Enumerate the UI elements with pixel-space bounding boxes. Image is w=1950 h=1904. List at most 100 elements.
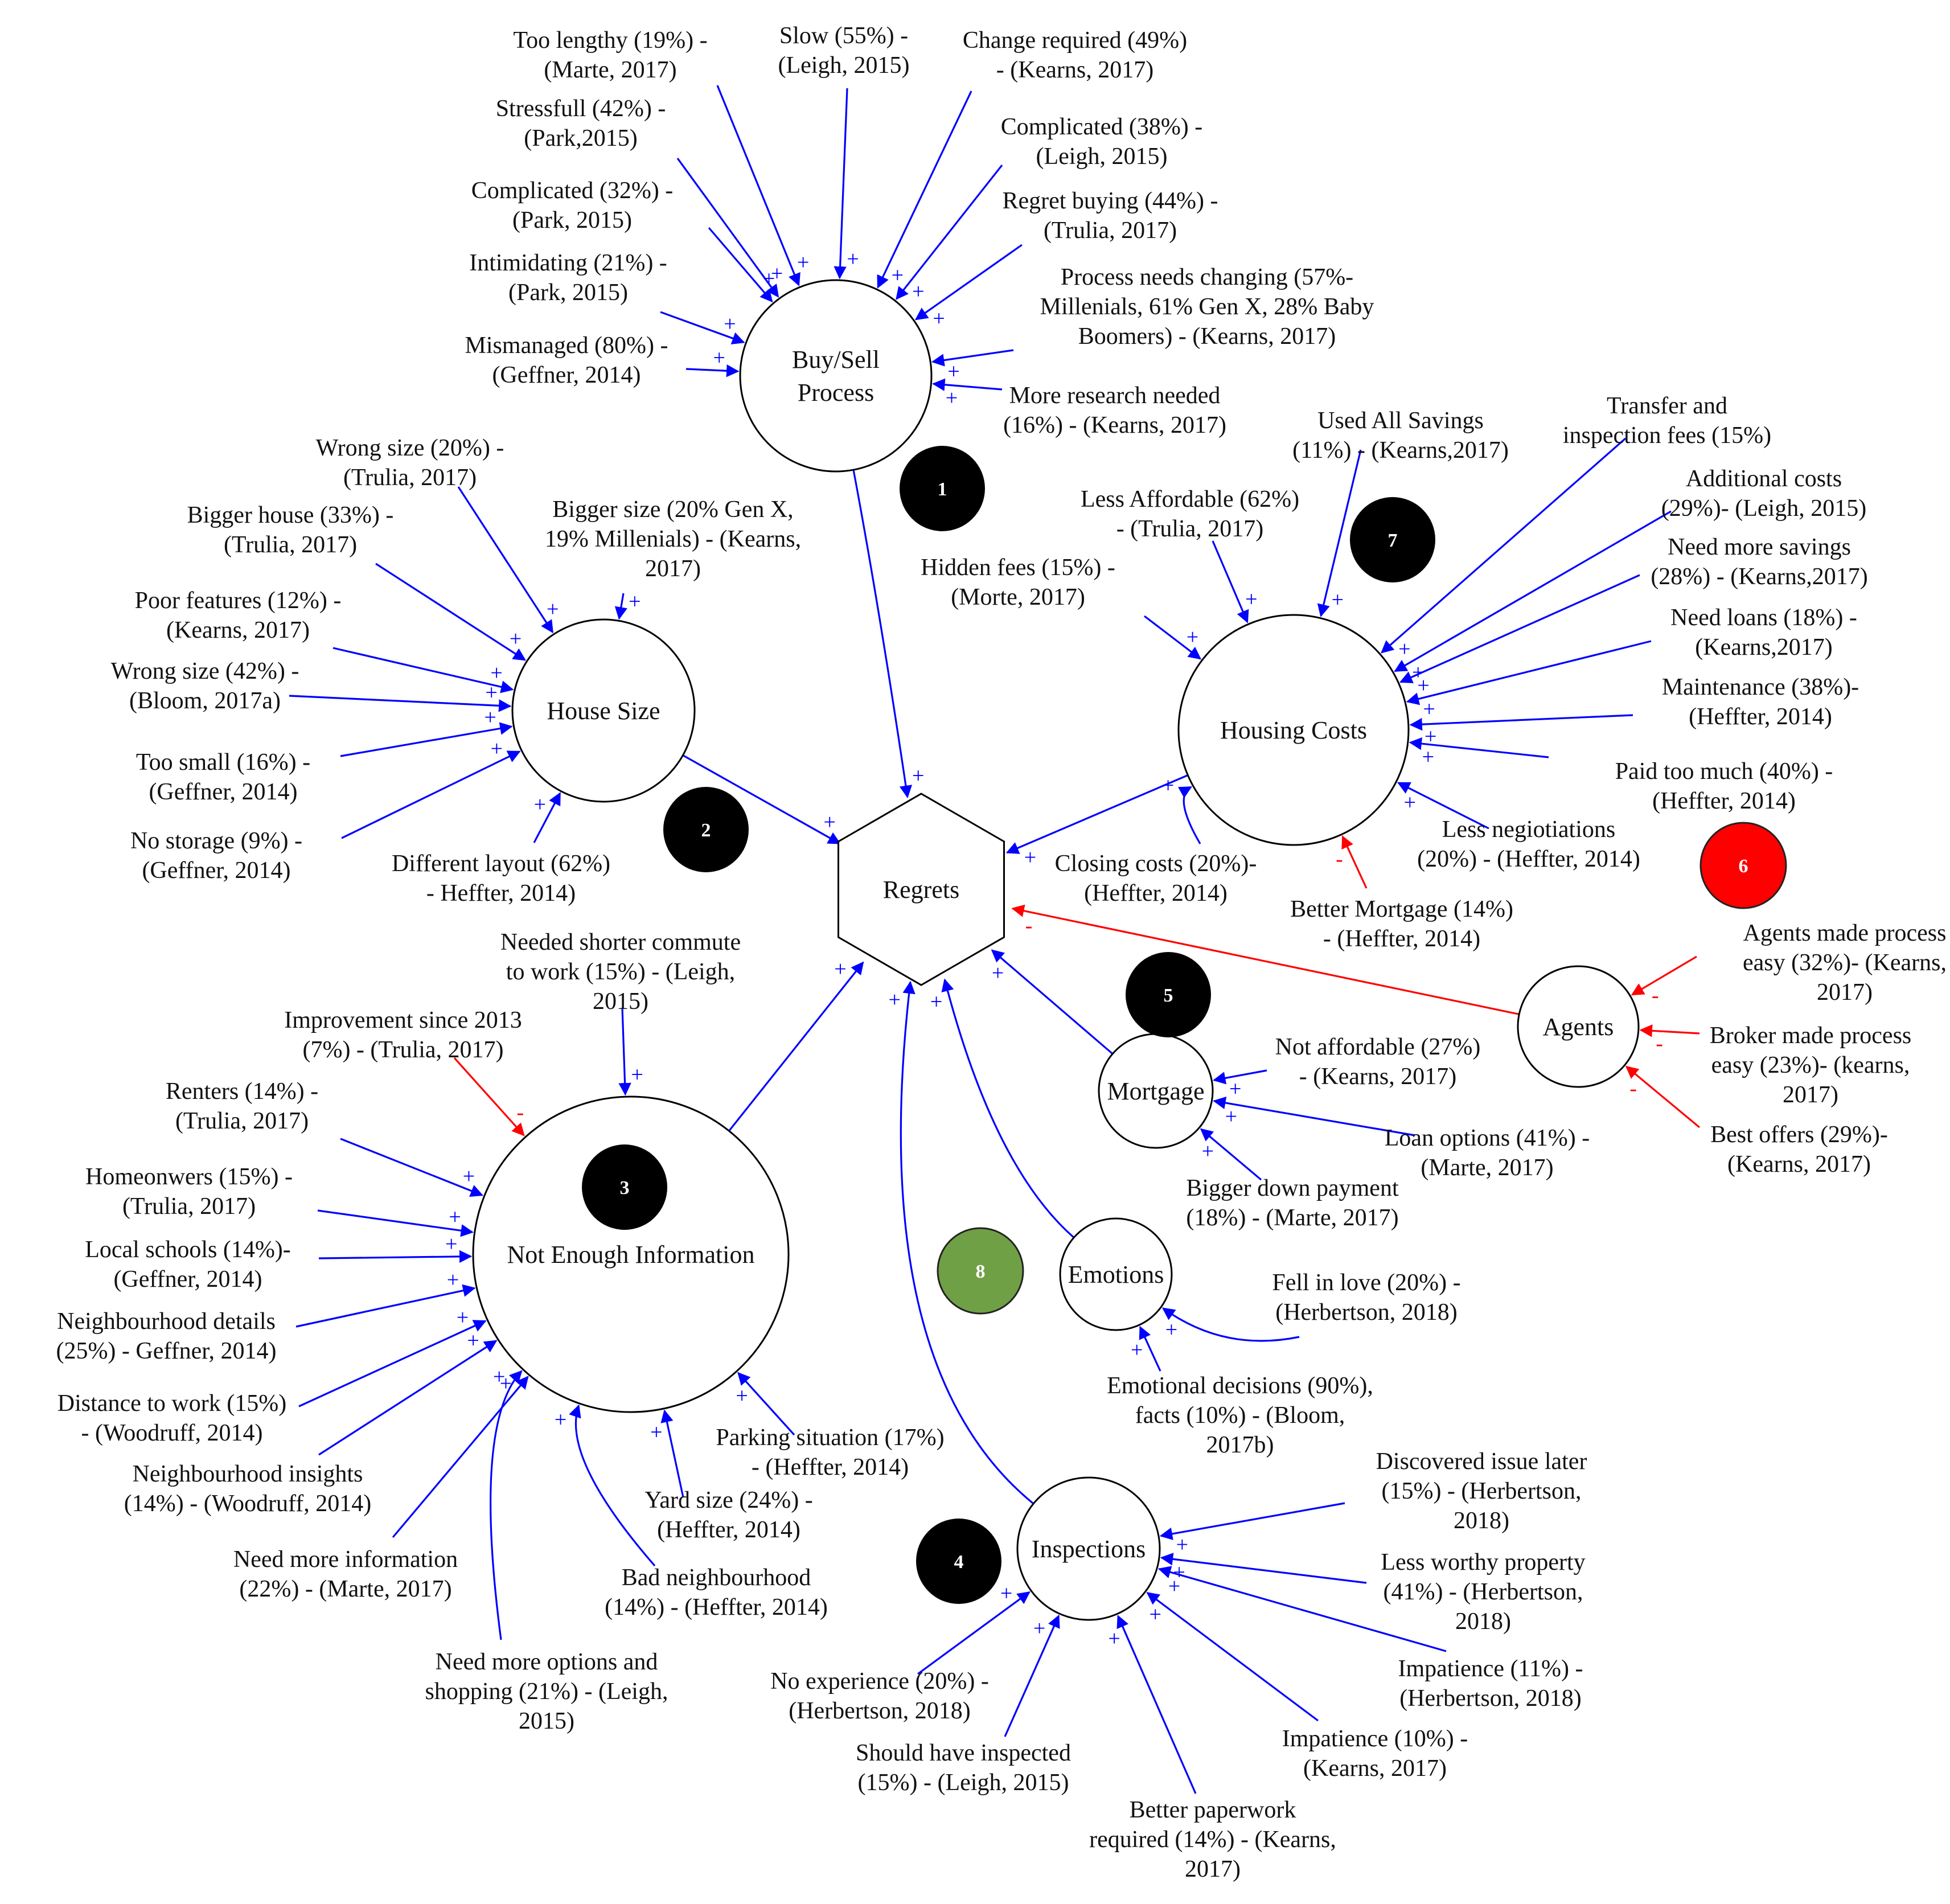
factor-label-line: 2017) [1783,1082,1838,1108]
factor-label-line: - Heffter, 2014) [426,880,576,906]
factor-label-line: Wrong size (20%) - [316,435,504,461]
factor-label-line: (Morte, 2017) [951,584,1085,610]
factor-label-line: Better Mortgage (14%) [1290,896,1513,922]
factor-label-line: 2018) [1455,1608,1511,1635]
link-in2 [1160,1553,1367,1584]
factor-label-mo2: Loan options (41%) -(Marte, 2017) [1385,1125,1590,1181]
factor-label-line: Less negiotiations [1442,816,1615,843]
link-polarity-sign: + [1417,674,1429,697]
link-polarity-sign: + [449,1205,461,1229]
factor-label-line: Agents made process [1743,920,1947,946]
hub-node-regrets [838,793,1005,986]
factor-label-line: (Leigh, 2015) [778,52,910,79]
factor-label-line: Homeonwers (15%) - [85,1164,293,1190]
factor-label-line: - (Heffter, 2014) [752,1454,909,1480]
hub-link-mortgage [991,949,1114,1055]
factor-label-line: to work (15%) - (Leigh, [506,959,735,985]
link-polarity-sign: + [445,1232,457,1256]
factor-label-line: Change required (49%) [963,27,1187,54]
link-hc3 [1212,540,1249,623]
link-polarity-sign: + [1245,588,1257,612]
factor-label-hs5: Wrong size (42%) -(Bloom, 2017a) [111,658,299,714]
factor-label-line: Less Affordable (62%) [1081,486,1299,512]
factor-label-line: (Kearns, 2017) [1303,1755,1447,1782]
factor-label-line: (15%) - (Herbertson, [1381,1478,1581,1504]
hub-link-housingcosts [1005,774,1188,854]
link-hc12 [1341,835,1368,889]
hub-label-line: Regrets [883,876,959,904]
factor-label-line: Fell in love (20%) - [1272,1270,1460,1296]
link-polarity-sign: + [892,263,904,287]
link-hs3 [614,593,627,620]
hub-link-polarity-sign: + [834,957,846,981]
link-hs6 [340,722,513,757]
link-polarity-sign: + [463,1164,475,1188]
badge-4 [916,1519,1001,1604]
hub-label-emotions: Emotions [1068,1261,1164,1289]
factor-label-line: Paid too much (40%) - [1615,758,1833,785]
link-ne13 [737,1372,795,1436]
factor-label-line: Distance to work (15%) [58,1390,286,1417]
link-bs1 [716,85,800,286]
link-polarity-sign: + [547,597,559,621]
link-ne2 [453,1057,525,1136]
link-hs1 [457,486,554,634]
factor-label-ne4: Homeonwers (15%) - (Trulia, 2017) [85,1164,293,1220]
factor-label-line: (22%) - (Marte, 2017) [239,1576,451,1602]
link-bs10 [685,364,740,377]
factor-label-line: Too small (16%) - [136,749,310,775]
factor-label-line: Hidden fees (15%) - [921,555,1115,581]
link-polarity-sign: + [1225,1105,1237,1129]
factor-label-line: easy (32%)- (Kearns, [1743,950,1947,976]
factor-label-line: Impatience (10%) - [1282,1726,1468,1752]
hub-link-polarity-sign: + [930,990,942,1014]
link-polarity-sign: + [1422,745,1434,769]
hub-label-line: Housing Costs [1220,716,1367,744]
factor-label-line: Not affordable (27%) [1275,1034,1481,1060]
factor-label-hc6: Need more savings(28%) - (Kearns,2017) [1651,534,1867,590]
link-polarity-sign: + [736,1384,748,1408]
factor-label-hs3: Bigger size (20% Gen X,19% Millenials) -… [545,496,801,582]
factor-label-line: - (Woodruff, 2014) [81,1420,263,1446]
factor-label-line: inspection fees (15%) [1563,422,1771,449]
factor-label-line: (7%) - (Trulia, 2017) [302,1037,503,1063]
link-polarity-sign: + [1165,1318,1177,1341]
factor-label-line: (Trulia, 2017) [175,1108,309,1134]
factor-label-line: (Trulia, 2017) [122,1193,256,1220]
factor-label-hs6: Too small (16%) -(Geffner, 2014) [136,749,310,805]
factor-label-hc11: Closing costs (20%)-(Heffter, 2014) [1055,851,1257,906]
hub-node-housesize [511,618,696,803]
hub-link-inspections [900,980,1034,1505]
link-hc8 [1409,714,1633,731]
link-hs2 [375,563,527,661]
factor-label-line: shopping (21%) - (Leigh, [425,1679,668,1705]
factor-label-ne13: Parking situation (17%)- (Heffter, 2014) [716,1425,944,1480]
badge-5 [1126,952,1211,1037]
link-hc11 [1177,786,1201,844]
factor-label-mo3: Bigger down payment(18%) - (Marte, 2017) [1186,1175,1399,1231]
factor-label-line: Bad neighbourhood [622,1565,811,1591]
factor-label-line: - (Kearns, 2017) [996,57,1153,83]
factor-label-line: (Geffner, 2014) [113,1266,262,1292]
link-ag1 [1631,955,1697,996]
factor-label-hc10: Less negiotiations(20%) - (Heffter, 2014… [1417,816,1640,872]
factor-label-line: Slow (55%) - [779,23,908,49]
factor-label-line: Additional costs [1686,466,1842,492]
link-ne3 [340,1138,484,1197]
link-hc9 [1409,737,1549,758]
factor-label-ne7: Distance to work (15%) - (Woodruff, 2014) [58,1390,286,1446]
factor-label-line: - (Kearns, 2017) [1299,1064,1456,1090]
hub-node-agents [1517,965,1640,1088]
factor-label-line: 2017) [645,556,701,582]
badge-number: 5 [1164,985,1173,1006]
factor-label-bs6: Complicated (32%) -(Park, 2015) [471,178,674,233]
factor-label-bs8: Intimidating (21%) -(Park, 2015) [469,250,667,306]
hub-label-housesize: House Size [547,697,660,725]
badge-6 [1699,822,1787,909]
link-polarity-sign: + [1202,1139,1214,1163]
factor-label-ne12: Yard size (24%) -(Heffter, 2014) [644,1487,813,1543]
factor-label-in5: No experience (20%) -(Herbertson, 2018) [770,1668,989,1724]
link-polarity-sign: + [491,737,503,761]
hub-link-buysell [852,469,913,798]
